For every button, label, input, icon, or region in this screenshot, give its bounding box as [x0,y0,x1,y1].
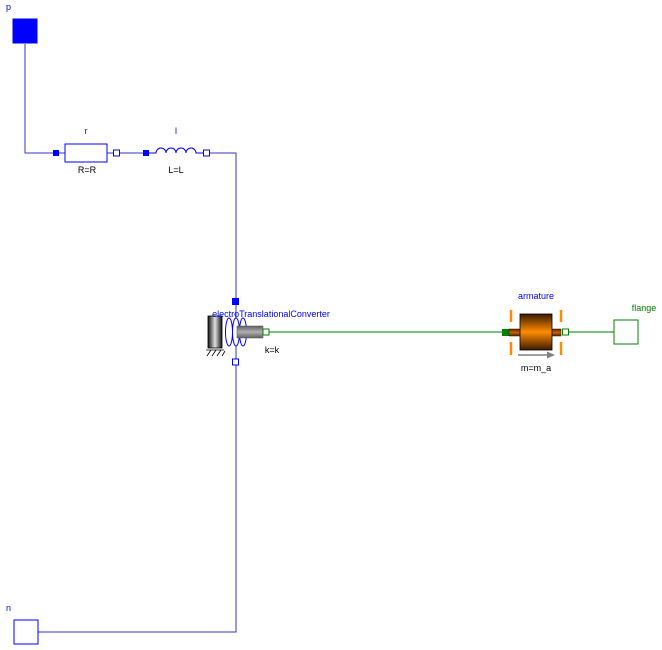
armature-guides [509,310,563,355]
converter-name: electroTranslationalConverter [212,309,330,319]
armature-param: m=m_a [521,363,551,373]
armature-pin-b[interactable] [562,328,569,336]
resistor-pin-n[interactable] [113,149,120,157]
ground-hatch-icon [206,349,226,357]
resistor-name: r [85,126,88,136]
port-n-square[interactable] [13,619,39,645]
inductor-param: L=L [168,165,183,175]
armature-body [519,313,553,351]
wire-inductor-to-converter[interactable] [206,152,237,301]
converter-param: k=k [265,345,280,355]
resistor-param: R=R [78,165,97,175]
converter-pin-n[interactable] [232,358,239,366]
converter-flange-pin[interactable] [262,328,270,336]
converter-stator [207,315,223,349]
resistor-pin-p[interactable] [53,150,59,156]
resistor-body[interactable] [64,143,108,163]
electro-translational-converter[interactable]: electroTranslationalConverter k=k [206,298,330,366]
inductor-pin-n[interactable] [203,149,210,157]
armature-pin-a[interactable] [502,329,509,336]
resistor-r[interactable]: r R=R [53,126,120,175]
port-n-label: n [6,603,11,613]
port-flange-square[interactable] [613,319,639,345]
inductor-l[interactable]: l L=L [143,126,210,175]
port-n[interactable]: n [6,603,39,645]
armature-name: armature [518,291,554,301]
arrow-right-icon [518,351,555,359]
port-flange-label: flange [632,303,657,313]
port-p-square[interactable] [12,18,38,44]
inductor-pin-p[interactable] [143,150,149,156]
converter-pin-p[interactable] [232,298,239,305]
wire-p-to-resistor[interactable] [24,44,56,154]
converter-plunger [236,325,264,339]
port-flange[interactable]: flange [613,303,657,345]
wire-converter-to-n[interactable] [38,362,237,633]
armature-mass[interactable]: armature m=m_a [502,291,569,373]
inductor-name: l [175,126,177,136]
port-p[interactable]: p [6,2,38,44]
electric-wires [24,44,237,633]
port-p-label: p [6,2,11,12]
inductor-coil [149,147,203,154]
